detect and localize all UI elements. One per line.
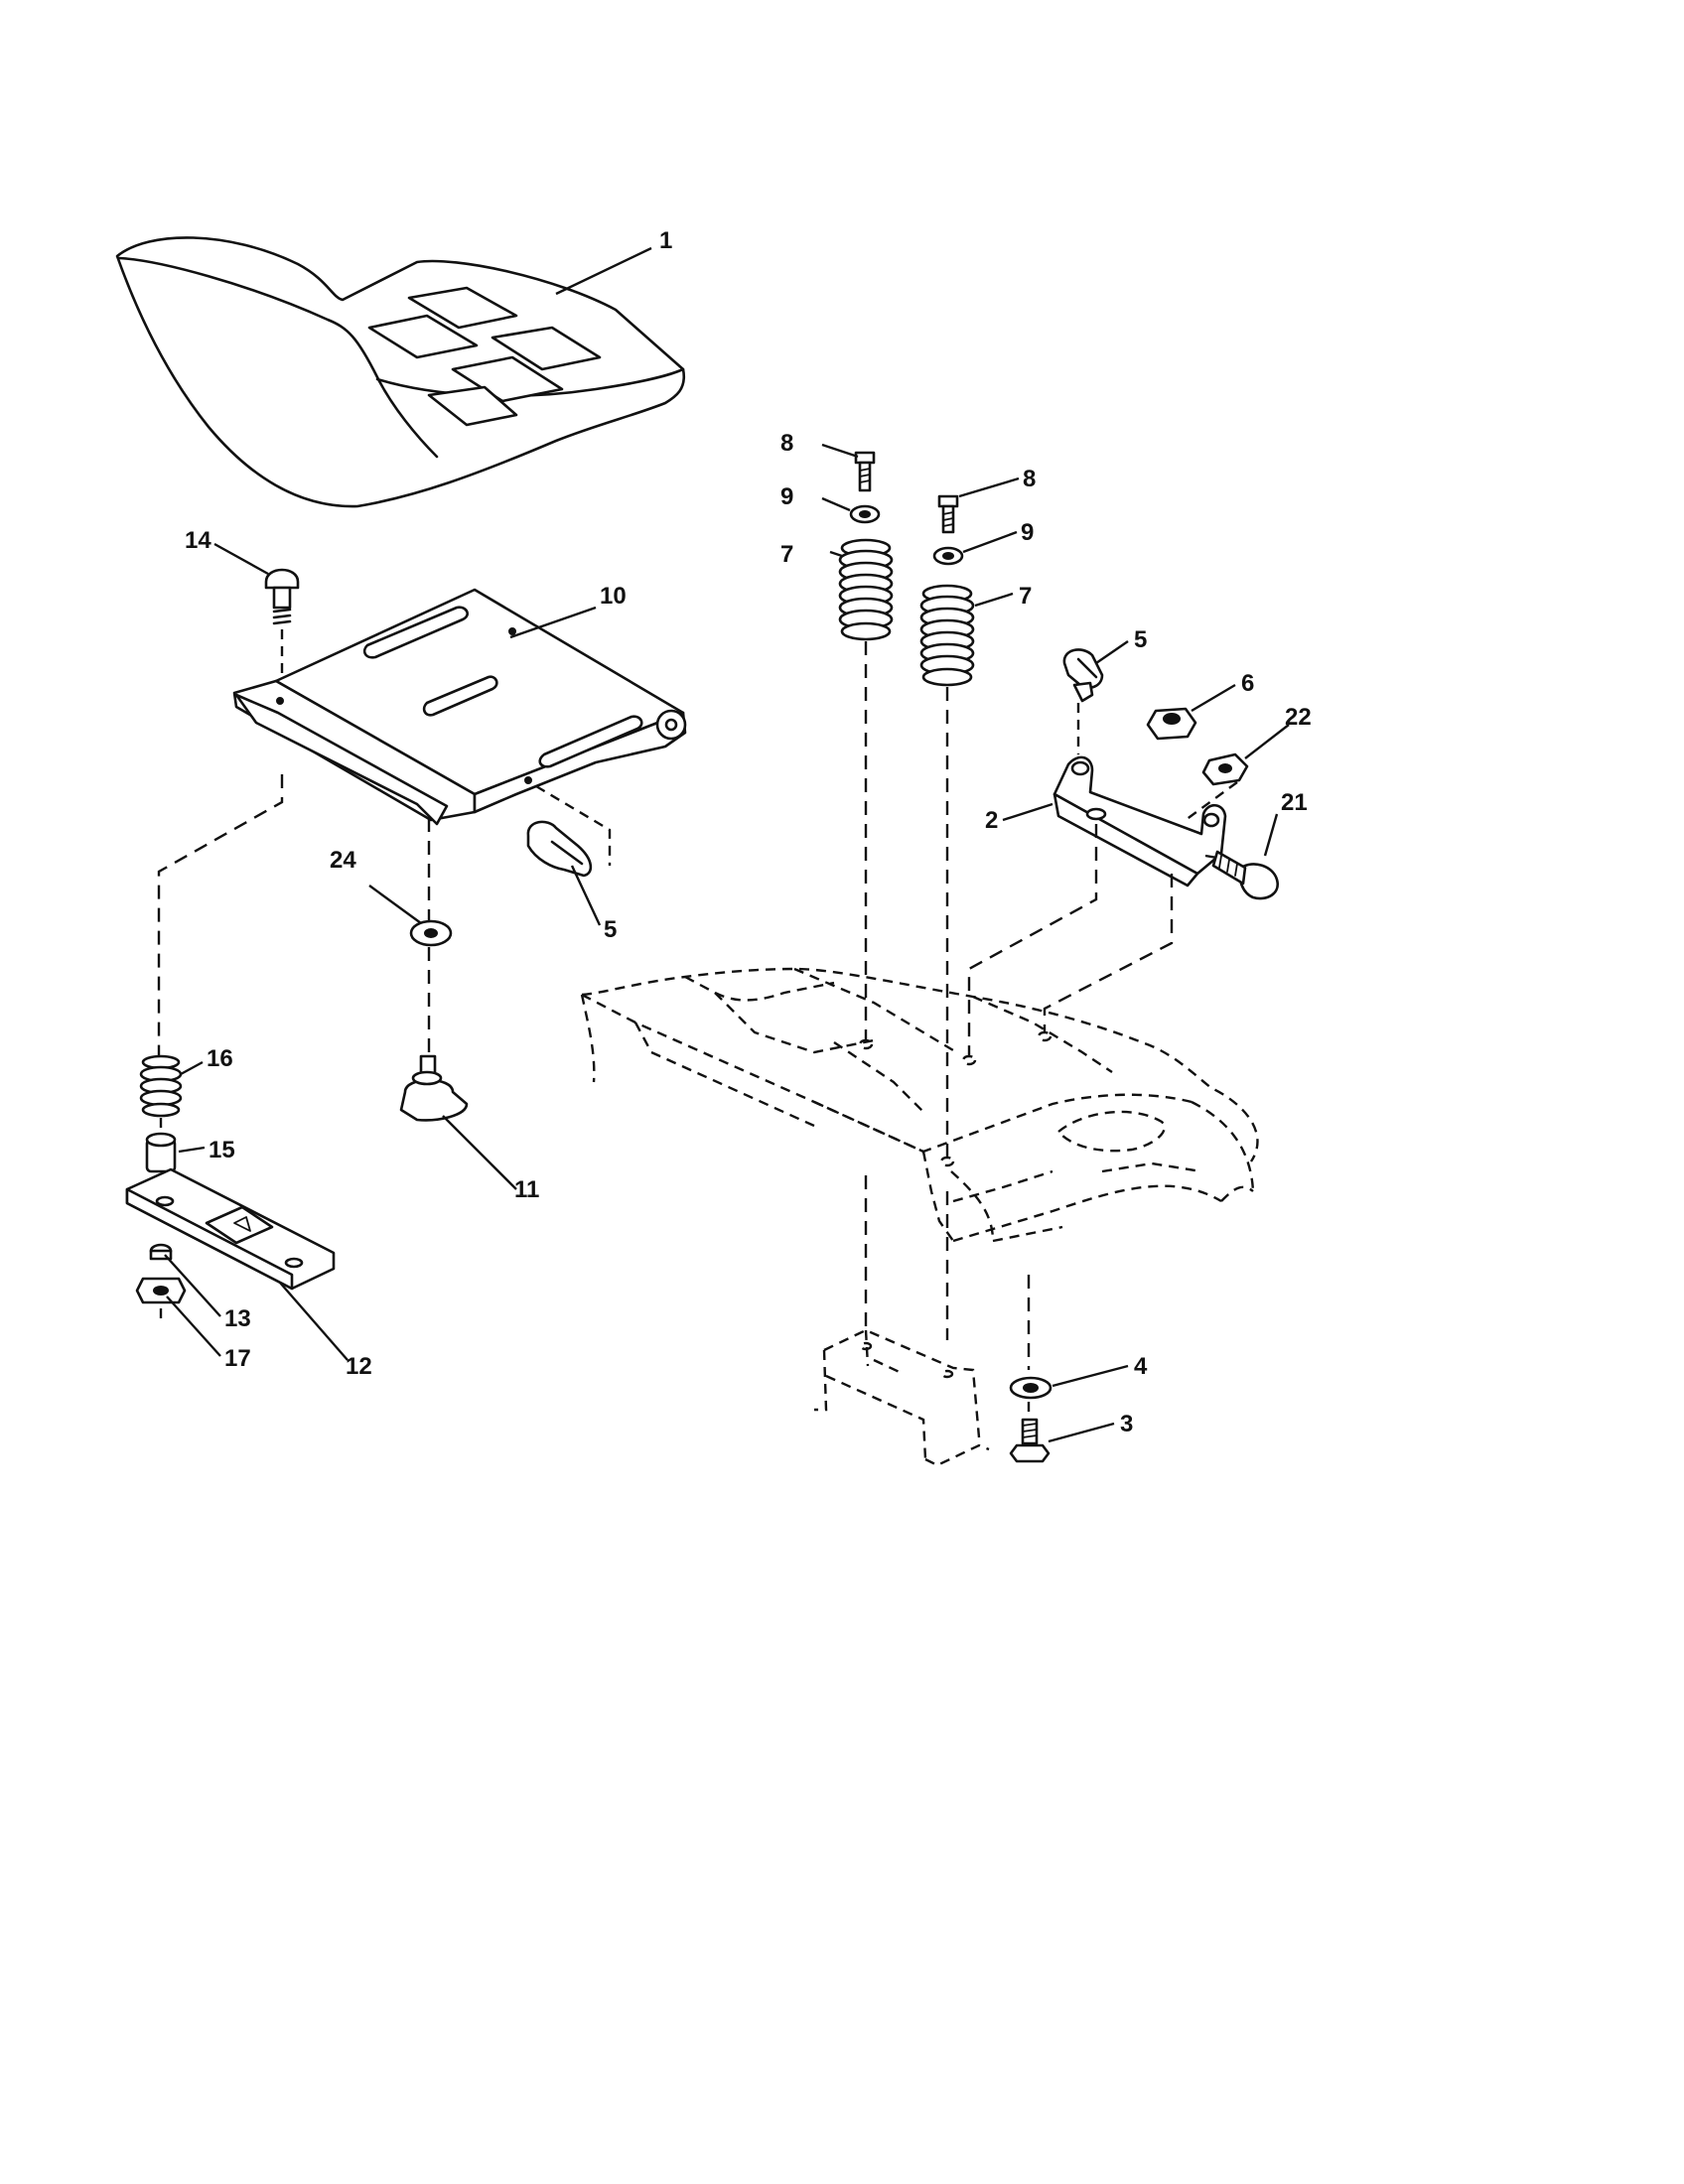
callout-11: 11 bbox=[514, 1176, 539, 1203]
washer-part bbox=[409, 919, 453, 947]
callout-3: 3 bbox=[1120, 1411, 1133, 1437]
callout-4: 4 bbox=[1134, 1353, 1148, 1380]
callout-22: 22 bbox=[1285, 704, 1312, 731]
callout-9-right: 9 bbox=[1021, 519, 1034, 546]
hex-nut-part bbox=[1146, 707, 1197, 741]
spacer-part bbox=[145, 1132, 177, 1173]
bracket-plate-part bbox=[125, 1167, 336, 1291]
callout-10: 10 bbox=[600, 583, 627, 610]
lock-nut-part bbox=[135, 1277, 187, 1304]
carriage-bolt-part bbox=[264, 568, 300, 677]
callout-8-left: 8 bbox=[780, 430, 793, 457]
nut-small-part bbox=[149, 1243, 173, 1261]
callout-2: 2 bbox=[985, 807, 998, 834]
seat-pan-part bbox=[232, 588, 687, 826]
callout-5-right: 5 bbox=[1134, 626, 1147, 653]
lockwasher-left-part bbox=[849, 504, 881, 524]
callout-15: 15 bbox=[209, 1137, 235, 1163]
support-bracket-part bbox=[1052, 755, 1227, 887]
lower-bracket-reference bbox=[814, 1328, 990, 1467]
leader-lines bbox=[164, 246, 1290, 1443]
callout-8-right: 8 bbox=[1023, 466, 1036, 492]
callout-1: 1 bbox=[659, 227, 672, 254]
seat-part bbox=[115, 236, 686, 508]
callout-17: 17 bbox=[224, 1345, 251, 1372]
callout-21: 21 bbox=[1281, 789, 1308, 816]
callout-12: 12 bbox=[346, 1353, 372, 1380]
callout-7-left: 7 bbox=[780, 541, 793, 568]
spring-small-part bbox=[139, 1054, 183, 1118]
bolt-left-part bbox=[854, 451, 876, 492]
spring-left-part bbox=[838, 538, 894, 641]
flat-washer-part bbox=[1009, 1376, 1052, 1400]
hex-bolt-part bbox=[1009, 1418, 1051, 1463]
lockwasher-right-part bbox=[932, 546, 964, 566]
clip-right-part bbox=[1062, 648, 1104, 703]
flange-nut-part bbox=[1201, 752, 1249, 786]
spring-right-part bbox=[919, 584, 975, 687]
callout-9-left: 9 bbox=[780, 483, 793, 510]
callout-13: 13 bbox=[224, 1305, 251, 1332]
shoulder-bolt-part bbox=[1211, 850, 1279, 900]
callout-14: 14 bbox=[185, 527, 211, 554]
fender-reference bbox=[580, 967, 1259, 1243]
bolt-right-part bbox=[937, 494, 959, 534]
clip-left-part bbox=[526, 784, 612, 878]
callout-16: 16 bbox=[207, 1045, 233, 1072]
callout-24: 24 bbox=[330, 847, 356, 874]
callout-5-left: 5 bbox=[604, 916, 617, 943]
callout-6: 6 bbox=[1241, 670, 1254, 697]
knob-part bbox=[399, 1054, 469, 1122]
callout-7-right: 7 bbox=[1019, 583, 1032, 610]
